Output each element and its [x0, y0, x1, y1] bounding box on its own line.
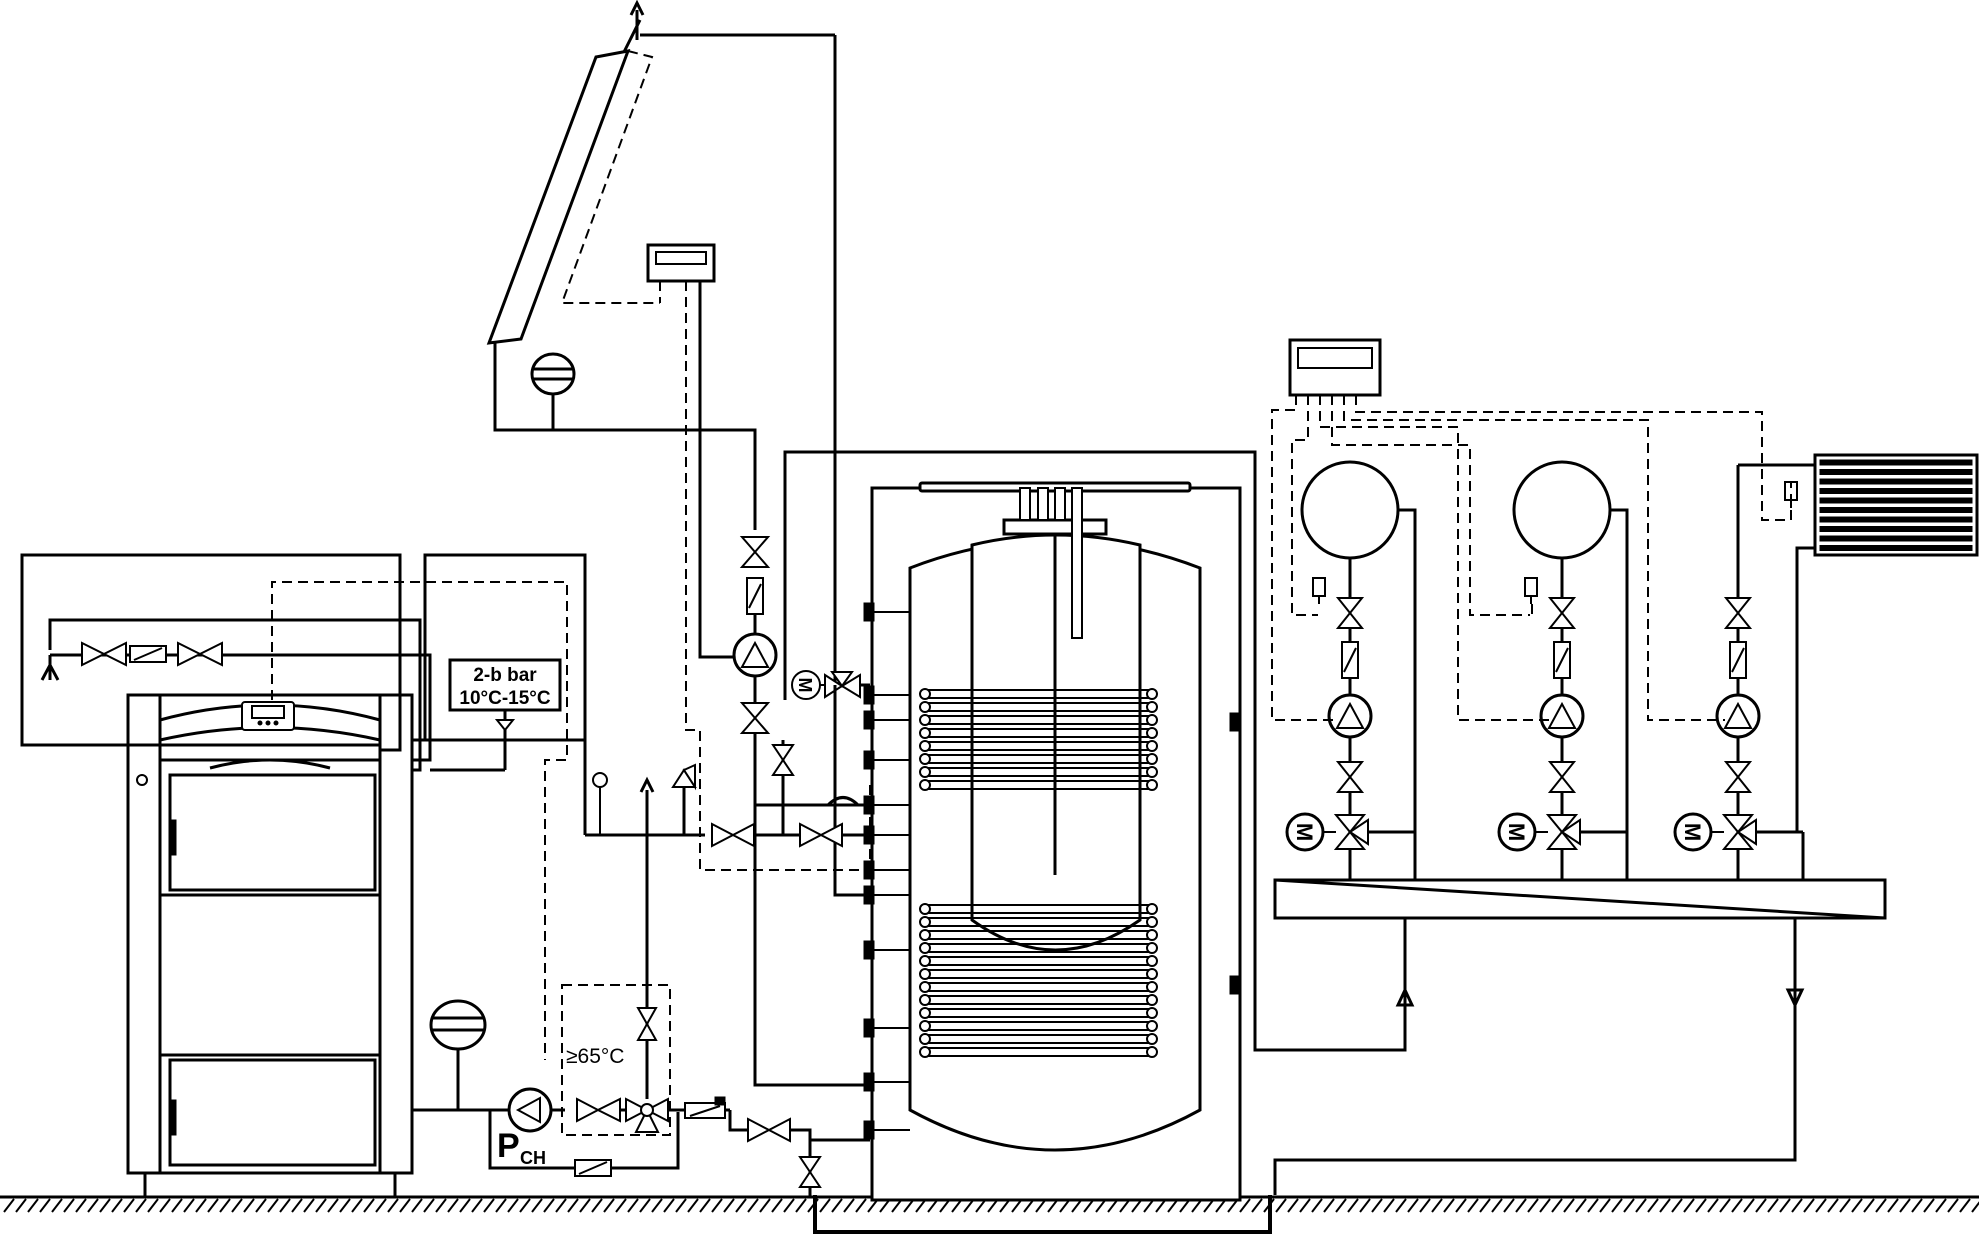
inlet-valve-group [81, 641, 223, 667]
lower-coil [919, 903, 1158, 1058]
heating-controller [1288, 338, 1382, 397]
boiler-sensor-line [271, 581, 568, 1060]
return-temp-box [561, 984, 671, 1136]
drain-valve [798, 1156, 822, 1188]
supply-valve-2 [799, 822, 843, 848]
return-temp-label: ≥65°C [566, 1045, 624, 1068]
motor-label: M [1504, 823, 1529, 841]
motor-label: M [1292, 823, 1317, 841]
solar-motor-label: M [795, 678, 815, 693]
radiator [1813, 453, 1979, 557]
pump-ch-label: P [497, 1127, 520, 1165]
upper-coil [919, 688, 1158, 791]
boiler [126, 693, 414, 1197]
storage-tank [870, 481, 1242, 1202]
tank-inlet-valve [747, 1117, 791, 1143]
boiler-return-line [412, 1108, 680, 1177]
safety-valve [671, 763, 697, 835]
supply-spec-box: 2-b bar 10°C-15°C [430, 658, 562, 772]
pressure-spec-label: 2-b bar [473, 665, 537, 686]
ground [0, 1195, 1979, 1213]
pump-ch-label-sub: CH [520, 1148, 546, 1168]
bypass-vertical [636, 776, 658, 1099]
supply-valve-1 [711, 822, 755, 848]
tank-ports [863, 602, 1241, 1140]
boiler-expansion-vessel [429, 999, 487, 1110]
solar-pump-station [732, 536, 865, 807]
pump-ch: P CH [497, 1087, 553, 1168]
solar-controller [646, 243, 871, 871]
dirt-filter [684, 1096, 726, 1119]
solar-expansion-vessel [530, 352, 576, 430]
motor-label: M [1680, 823, 1705, 841]
temperature-range-label: 10°C-15°C [459, 688, 551, 709]
solar-motor-valve: M [791, 670, 870, 700]
boiler-controller [241, 701, 295, 731]
anti-condensation-valve [625, 1097, 669, 1133]
manifold [1273, 878, 1887, 920]
return-ball-valve [576, 1097, 621, 1123]
solar-collector [486, 0, 660, 345]
boiler-safety-loop [20, 553, 587, 835]
